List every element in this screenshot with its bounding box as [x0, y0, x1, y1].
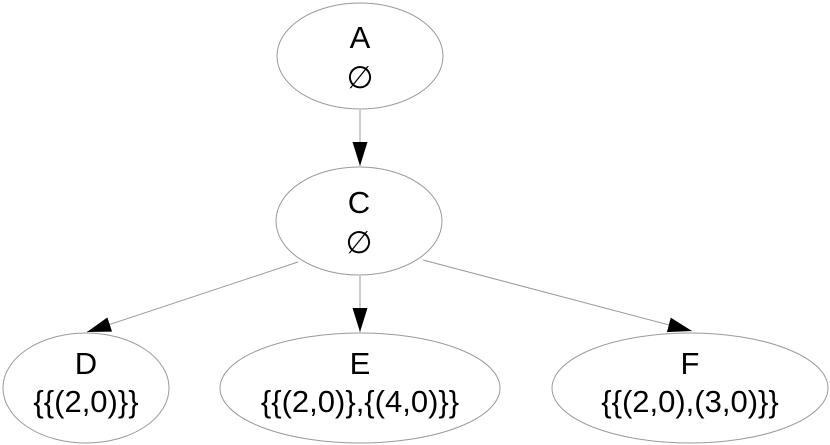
node-F: F {{(2,0),(3,0)}}	[551, 332, 829, 444]
node-D-value: {{(2,0)}}	[33, 384, 138, 419]
node-C: C ∅	[275, 166, 443, 276]
node-A: A ∅	[276, 2, 444, 110]
node-A-value: ∅	[346, 60, 373, 95]
node-F-ellipse	[551, 332, 829, 444]
node-C-label: C	[348, 185, 370, 220]
node-C-value: ∅	[345, 225, 372, 260]
node-F-value: {{(2,0),(3,0)}}	[601, 384, 779, 419]
node-A-label: A	[350, 20, 371, 55]
edge-C-D	[86, 261, 299, 333]
edges	[86, 110, 693, 333]
node-D-ellipse	[2, 332, 170, 444]
node-E-label: E	[350, 346, 371, 381]
node-E: E {{(2,0)},{(4,0)}}	[219, 332, 501, 444]
node-E-value: {{(2,0)},{(4,0)}}	[261, 384, 459, 419]
node-D-label: D	[75, 346, 97, 381]
node-D: D {{(2,0)}}	[2, 332, 170, 444]
node-C-ellipse	[275, 166, 443, 276]
node-F-label: F	[681, 346, 700, 381]
edge-C-F	[422, 259, 693, 333]
node-E-ellipse	[219, 332, 501, 444]
node-A-ellipse	[276, 2, 444, 110]
